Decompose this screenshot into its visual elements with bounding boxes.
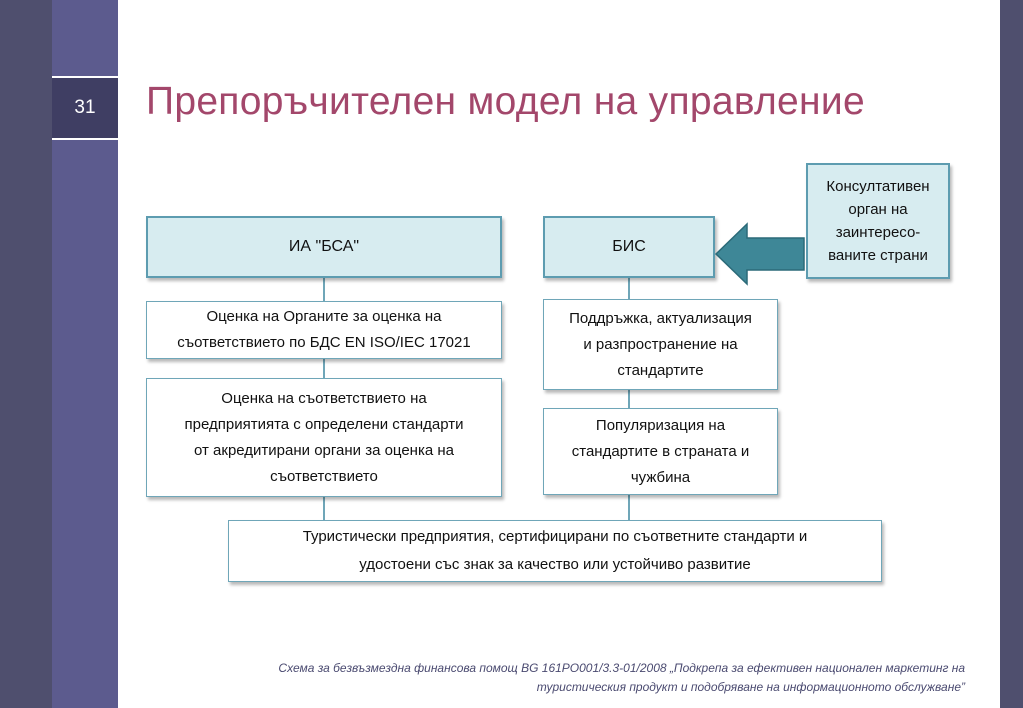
ia-enterprise-assessment-box: Оценка на съответствието на предприятият… [146, 378, 502, 497]
bis-maintenance-box: Поддръжка, актуализация и разпространени… [543, 299, 778, 390]
right-band [1000, 0, 1023, 708]
footer-note: Схема за безвъзмездна финансова помощ BG… [278, 661, 965, 694]
bis-box: БИС [543, 216, 715, 278]
slide-number: 31 [52, 76, 118, 140]
tourism-enterprises-box: Туристически предприятия, сертифицирани … [228, 520, 882, 582]
ia-assessment-bodies-box: Оценка на Органите за оценка на съответс… [146, 301, 502, 359]
left-arrow-icon [714, 222, 805, 286]
bis-popularization-box: Популяризация на стандартите в страната … [543, 408, 778, 495]
connector [323, 496, 325, 520]
ia-bsa-box: ИА "БСА" [146, 216, 502, 278]
slide-title: Препоръчителен модел на управление [146, 80, 865, 123]
connector [628, 389, 630, 408]
connector [628, 494, 630, 520]
connector [628, 277, 630, 299]
left-band [0, 0, 52, 708]
consultative-body-box: Консултативен орган на заинтересо- ванит… [806, 163, 950, 279]
connector [323, 358, 325, 378]
connector [323, 277, 325, 301]
